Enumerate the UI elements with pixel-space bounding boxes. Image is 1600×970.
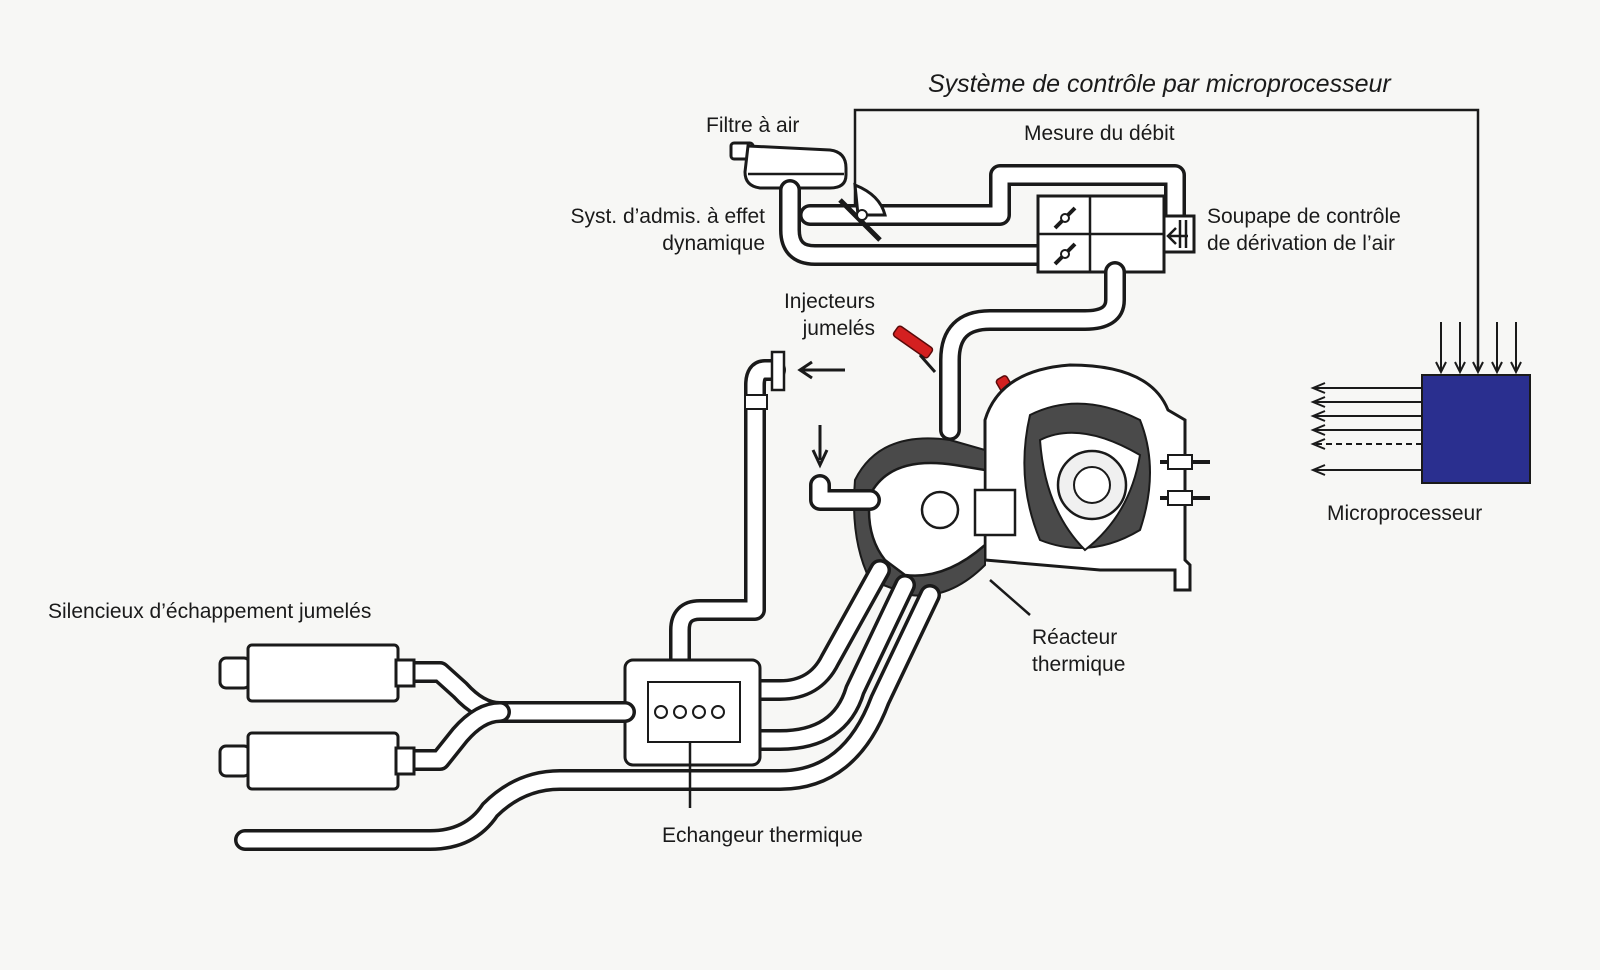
- intake-manifold: [939, 261, 1126, 441]
- label-thermal-reactor: Réacteur thermique: [1032, 624, 1125, 678]
- muffler-2: [218, 731, 416, 791]
- throttle-flap: [838, 182, 887, 242]
- label-flow-measure: Mesure du débit: [1024, 122, 1175, 145]
- microprocessor-outputs: [1310, 382, 1422, 476]
- label-intake-line2: dynamique: [662, 232, 765, 255]
- label-injectors-line2: jumelés: [802, 317, 875, 340]
- label-heat-exchanger: Echangeur thermique: [662, 824, 863, 847]
- label-air-filter: Filtre à air: [706, 114, 800, 137]
- exhaust-pipes: [234, 559, 941, 851]
- muffler-pipes: [399, 661, 636, 771]
- label-valve-line2: de dérivation de l’air: [1207, 232, 1395, 255]
- reactor-leader: [989, 579, 1031, 616]
- thermal-reactor: [853, 437, 1017, 597]
- microprocessor-box: [1421, 322, 1531, 484]
- air-filter: [729, 141, 848, 190]
- label-intake-line1: Syst. d’admis. à effet: [570, 205, 765, 228]
- heat-exchanger: [623, 658, 762, 808]
- bypass-valve: [1162, 214, 1196, 254]
- injector-1: [892, 325, 937, 373]
- label-intake-system: Syst. d’admis. à effet dynamique: [520, 203, 765, 257]
- flow-measure-box: [1036, 194, 1166, 274]
- label-valve-line1: Soupape de contrôle: [1207, 205, 1401, 228]
- label-mufflers: Silencieux d’échappement jumelés: [48, 600, 372, 623]
- label-bypass-valve: Soupape de contrôle de dérivation de l’a…: [1207, 203, 1401, 257]
- air-inlet-arrow: [809, 425, 881, 511]
- control-wire: [853, 108, 1480, 370]
- diagram-title: Système de contrôle par microprocesseur: [928, 70, 1391, 98]
- label-reactor-line1: Réacteur: [1032, 626, 1118, 649]
- label-reactor-line2: thermique: [1032, 653, 1126, 676]
- label-injectors: Injecteurs jumelés: [740, 288, 875, 342]
- muffler-1: [218, 643, 416, 703]
- label-injectors-line1: Injecteurs: [783, 290, 875, 313]
- rotary-engine: [983, 363, 1210, 592]
- intake-tube: [779, 164, 1186, 266]
- label-microprocessor: Microprocesseur: [1327, 502, 1483, 525]
- secondary-air-pipe: [669, 350, 845, 701]
